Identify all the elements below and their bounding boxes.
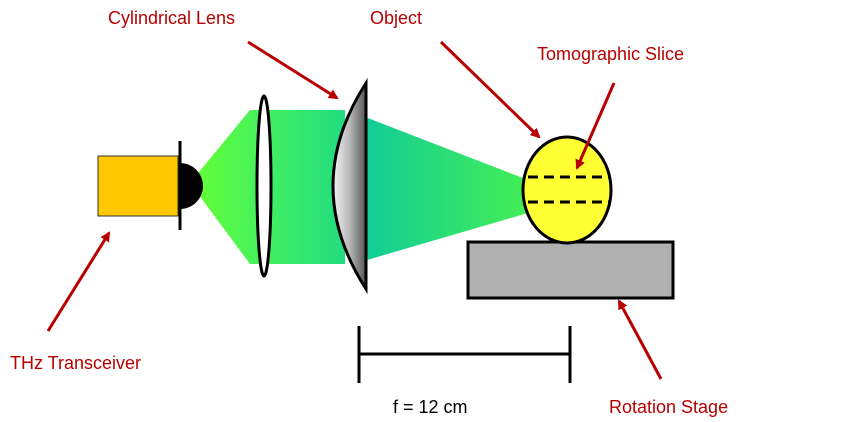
thin-lens [255, 94, 273, 278]
beam-diverging [190, 110, 265, 264]
label-cylindrical-lens: Cylindrical Lens [108, 8, 236, 28]
rotation-stage [466, 240, 675, 300]
label-rotation-stage: Rotation Stage [609, 397, 729, 417]
thz-transceiver-antenna [180, 163, 203, 209]
object [521, 135, 613, 245]
cylindrical-lens [331, 77, 368, 295]
tomographic-slice-pointer-arrow [575, 82, 616, 170]
label-tomographic-slice: Tomographic Slice [537, 44, 685, 64]
rotation-stage-pointer-arrow [617, 299, 663, 380]
beam-focused [360, 115, 528, 262]
focal-length-bracket [357, 326, 572, 383]
beam-collimated [262, 110, 345, 264]
object-pointer-arrow [439, 40, 541, 139]
cylindrical-lens-pointer-arrow [247, 40, 339, 100]
thz-transceiver-pointer-arrow [46, 231, 111, 332]
thz-transceiver-body [97, 155, 179, 217]
label-focal-length: f = 12 cm [393, 397, 468, 417]
label-object: Object [370, 8, 423, 28]
label-thz-transceiver: THz Transceiver [10, 353, 142, 373]
